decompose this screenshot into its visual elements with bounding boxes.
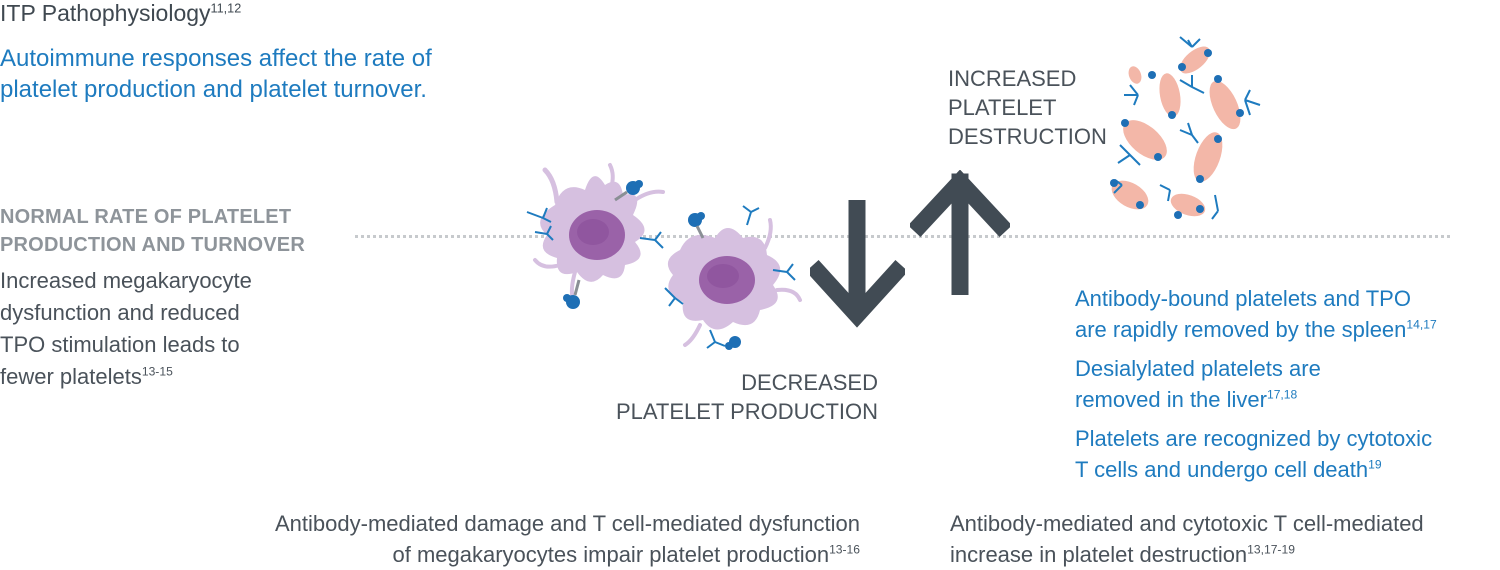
decreased-production-label: DECREASED PLATELET PRODUCTION	[615, 370, 878, 424]
megakaryocytes-illustration	[526, 163, 802, 350]
spleen-removal-note: Antibody-bound platelets and TPO are rap…	[1075, 286, 1437, 342]
megakaryocyte-cell	[533, 163, 665, 302]
megakaryocyte-cell	[667, 218, 802, 347]
increase-arrow-icon	[910, 170, 1010, 295]
tpo-molecule-icon	[1110, 49, 1244, 219]
destruction-caption: Antibody-mediated and cytotoxic T cell-m…	[950, 511, 1424, 567]
baseline-label: NORMAL RATE OF PLATELET PRODUCTION AND T…	[0, 206, 305, 256]
cytotoxic-t-cell-note: Platelets are recognized by cytotoxic T …	[1075, 426, 1433, 482]
production-caption: Antibody-mediated damage and T cell-medi…	[275, 511, 860, 567]
desc-superscript: 13-15	[141, 364, 173, 379]
baseline-dotted-line	[355, 235, 1450, 238]
antibody-icon	[1113, 36, 1261, 220]
tpo-molecule-icon	[563, 180, 741, 350]
increased-destruction-label: INCREASED PLATELET DESTRUCTION	[948, 66, 1107, 149]
page-title: ITP Pathophysiology11,12	[0, 0, 242, 26]
subtitle-line: Autoimmune responses affect the rate of	[0, 45, 432, 72]
decrease-arrow-icon	[810, 200, 905, 328]
subtitle: Autoimmune responses affect the rate of …	[0, 43, 520, 105]
baseline-description: Increased megakaryocyte dysfunction and …	[0, 268, 252, 389]
platelets-illustration	[1110, 36, 1261, 220]
liver-removal-note: Desialylated platelets are removed in th…	[1075, 356, 1321, 412]
antibody-icon	[526, 205, 796, 349]
title-superscript: 11,12	[210, 1, 242, 16]
subtitle-line: platelet production and platelet turnove…	[0, 76, 427, 103]
platelet-cell	[1111, 46, 1241, 217]
